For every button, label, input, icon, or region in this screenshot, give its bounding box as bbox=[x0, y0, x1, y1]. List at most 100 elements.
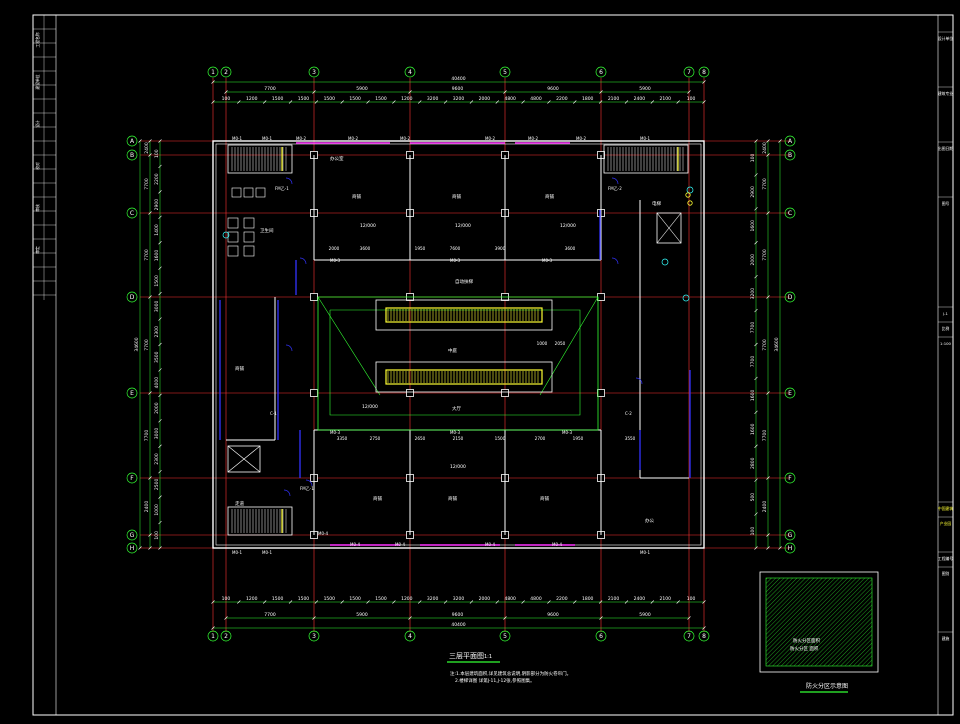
dim-tick bbox=[766, 476, 770, 480]
strip-label: 审核 bbox=[35, 204, 40, 212]
fixture-circle bbox=[686, 186, 694, 194]
drawing-title-block: 三层平面图 1:1 注:1.本层建筑面积,详见建筑总说明,阴影部分为防火卷帘门。… bbox=[447, 652, 571, 684]
door-tag: M0-2 bbox=[528, 136, 538, 141]
dim-label: 1200 bbox=[246, 596, 258, 602]
atrium-void bbox=[329, 309, 581, 416]
inner-dim-label: 2150 bbox=[453, 436, 464, 441]
dim-label: 1200 bbox=[401, 96, 413, 102]
dim-label: 7700 bbox=[762, 249, 768, 261]
axis-bubble bbox=[683, 66, 695, 78]
door-swing bbox=[305, 479, 313, 487]
axis-bubble-label: 8 bbox=[702, 633, 706, 640]
fixture-circle bbox=[682, 294, 690, 302]
axis-bubble-label: F bbox=[788, 475, 792, 482]
dim-tick bbox=[495, 600, 499, 604]
axis-bubble-label: 2 bbox=[224, 69, 228, 76]
title-cell-text: 比例 bbox=[942, 326, 950, 331]
room-elevator: 电梯 bbox=[652, 200, 661, 207]
column bbox=[597, 389, 605, 397]
door-tag: M0-3 bbox=[450, 430, 460, 435]
dim-label: 2400 bbox=[762, 142, 768, 154]
inset-title: 防火分区示意图 bbox=[806, 682, 848, 690]
dim-label: 2400 bbox=[144, 501, 150, 513]
toilet-fixture bbox=[231, 187, 242, 198]
room-area-2: 12/000 bbox=[455, 223, 471, 229]
dim-tick bbox=[547, 100, 551, 104]
inner-dim-label: 3350 bbox=[337, 436, 348, 441]
inner-dim-label: 7600 bbox=[450, 246, 461, 251]
room-shop-6: 商铺 bbox=[540, 495, 549, 502]
axis-bubble bbox=[784, 472, 796, 484]
room-escalator: 自动扶梯 bbox=[455, 278, 473, 285]
dim-tick bbox=[778, 139, 782, 143]
inner-dim-label: 3550 bbox=[625, 436, 636, 441]
dim-label: 100 bbox=[222, 596, 231, 602]
room-shop-2: 商铺 bbox=[452, 193, 461, 200]
dim-tick bbox=[702, 600, 706, 604]
outer-wall-inner bbox=[215, 143, 702, 546]
door-tag: M0-3 bbox=[562, 430, 572, 435]
dim-label: 1600 bbox=[750, 220, 756, 232]
room-shop-3: 商铺 bbox=[545, 193, 554, 200]
dim-label: 5900 bbox=[356, 612, 368, 618]
axis-bubble-label: 5 bbox=[503, 633, 507, 640]
dim-label: 2200 bbox=[556, 96, 568, 102]
axis-bubble bbox=[683, 630, 695, 642]
dim-label: 1200 bbox=[246, 96, 258, 102]
dim-tick bbox=[766, 546, 770, 550]
inner-dim-label: 2050 bbox=[555, 341, 566, 346]
dim-tick bbox=[573, 600, 577, 604]
axis-bubble bbox=[698, 66, 710, 78]
dim-tick bbox=[148, 476, 152, 480]
axis-bubble bbox=[595, 630, 607, 642]
dim-label: 2000 bbox=[479, 596, 491, 602]
axis-bubble-label: 1 bbox=[211, 69, 215, 76]
axis-bubble bbox=[126, 542, 138, 554]
stair-box bbox=[227, 506, 293, 536]
dim-tick bbox=[158, 444, 162, 448]
room-area-1: 12/000 bbox=[360, 223, 376, 229]
dim-label: 1400 bbox=[154, 224, 160, 236]
door-tag: M0-2 bbox=[296, 136, 306, 141]
dim-tick bbox=[521, 100, 525, 104]
axis-bubble bbox=[126, 472, 138, 484]
dim-label: 9600 bbox=[547, 86, 559, 92]
dim-tick bbox=[148, 546, 152, 550]
axis-bubble bbox=[207, 66, 219, 78]
dim-label: 1500 bbox=[375, 596, 387, 602]
escalator-body bbox=[385, 369, 543, 385]
inner-dim-label: 2650 bbox=[415, 436, 426, 441]
door-swing bbox=[611, 257, 619, 265]
door-swing bbox=[285, 177, 293, 185]
dim-label: 100 bbox=[687, 596, 696, 602]
axis-bubble-label: G bbox=[788, 532, 793, 539]
dim-label: 4800 bbox=[504, 96, 516, 102]
door-tag: M0-2 bbox=[400, 136, 410, 141]
room-office-b: 办公 bbox=[645, 517, 654, 524]
atrium-outline bbox=[317, 296, 599, 431]
dim-label: 40400 bbox=[451, 622, 465, 628]
room-hall: 大厅 bbox=[452, 405, 461, 412]
dim-tick bbox=[288, 600, 293, 604]
dim-label: 2100 bbox=[608, 96, 620, 102]
drawing-note-2: 2.楼梯详图 详第J-11,J-12张,参照图集。 bbox=[455, 677, 535, 684]
room-area-3: 12/000 bbox=[560, 223, 576, 229]
toilet-fixture bbox=[243, 217, 255, 229]
inner-dim-label: 2750 bbox=[370, 436, 381, 441]
room-atrium: 中庭 bbox=[448, 347, 457, 354]
toilet-fixture bbox=[243, 231, 255, 243]
title-cell-text: 1:100 bbox=[940, 341, 952, 346]
dim-tick bbox=[148, 153, 152, 157]
dim-tick bbox=[676, 100, 680, 104]
axis-bubble bbox=[126, 207, 138, 219]
dim-tick bbox=[224, 616, 228, 620]
dim-label: 2400 bbox=[634, 596, 646, 602]
axis-bubble-label: 5 bbox=[503, 69, 507, 76]
dim-label: 2300 bbox=[154, 453, 160, 465]
room-corridor: 走道 bbox=[235, 500, 244, 507]
door-swing bbox=[283, 489, 291, 497]
dim-label: 2100 bbox=[608, 596, 620, 602]
dim-tick bbox=[158, 495, 162, 499]
